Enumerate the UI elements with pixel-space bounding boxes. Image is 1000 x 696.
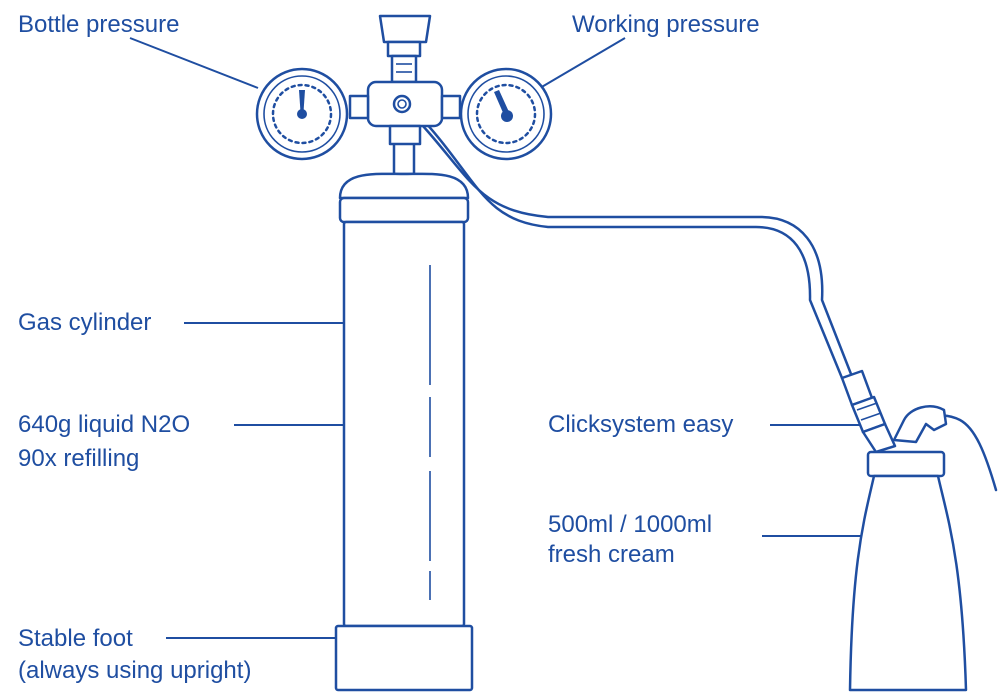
- label-always-upright: (always using upright): [18, 657, 251, 684]
- regulator-knob: [378, 14, 432, 44]
- label-clicksystem: Clicksystem easy: [548, 411, 733, 438]
- regulator-stem: [390, 54, 418, 84]
- label-gas-cylinder: Gas cylinder: [18, 309, 151, 336]
- clicksystem-coupling: [840, 369, 897, 454]
- gauge-right-needle: [494, 90, 509, 115]
- whipper-head-trigger: [892, 405, 948, 444]
- regulator-left-connector: [348, 94, 370, 120]
- cream-whipper: [848, 405, 998, 692]
- regulator-bottom-nut: [388, 124, 422, 146]
- hose: [396, 98, 853, 380]
- leader-working-pressure: [539, 37, 626, 89]
- label-cream-volume: 500ml / 1000ml: [548, 511, 712, 538]
- regulator-knob-stem: [386, 40, 422, 58]
- label-working-pressure: Working pressure: [572, 11, 760, 38]
- regulator-right-connector: [440, 94, 462, 120]
- gauge-left-face: [263, 75, 341, 153]
- hose-outlet: [392, 94, 412, 114]
- label-stable-foot: Stable foot: [18, 625, 133, 652]
- label-liquid-n2o: 640g liquid N2O: [18, 411, 190, 438]
- label-bottle-pressure: Bottle pressure: [18, 11, 179, 38]
- leader-bottle-pressure: [129, 37, 259, 89]
- cylinder-foot: [334, 624, 474, 692]
- bottle-pressure-gauge: [255, 67, 349, 161]
- cylinder-body: [342, 220, 466, 628]
- gauge-left-scale: [271, 83, 333, 145]
- cylinder-collar: [338, 196, 470, 224]
- gauge-left-needle: [299, 90, 305, 112]
- coupling-lower: [861, 422, 897, 454]
- label-fresh-cream: fresh cream: [548, 541, 675, 568]
- working-pressure-gauge: [459, 67, 553, 161]
- label-refilling: 90x refilling: [18, 445, 139, 472]
- leader-lines: [129, 37, 872, 639]
- cylinder-dome: [338, 172, 470, 200]
- whipper-cap: [866, 450, 946, 478]
- gauge-right-scale: [475, 83, 537, 145]
- gauge-right-face: [467, 75, 545, 153]
- gas-cylinder: [334, 138, 474, 692]
- pressure-regulator: [348, 14, 462, 146]
- whipper-body: [848, 474, 968, 692]
